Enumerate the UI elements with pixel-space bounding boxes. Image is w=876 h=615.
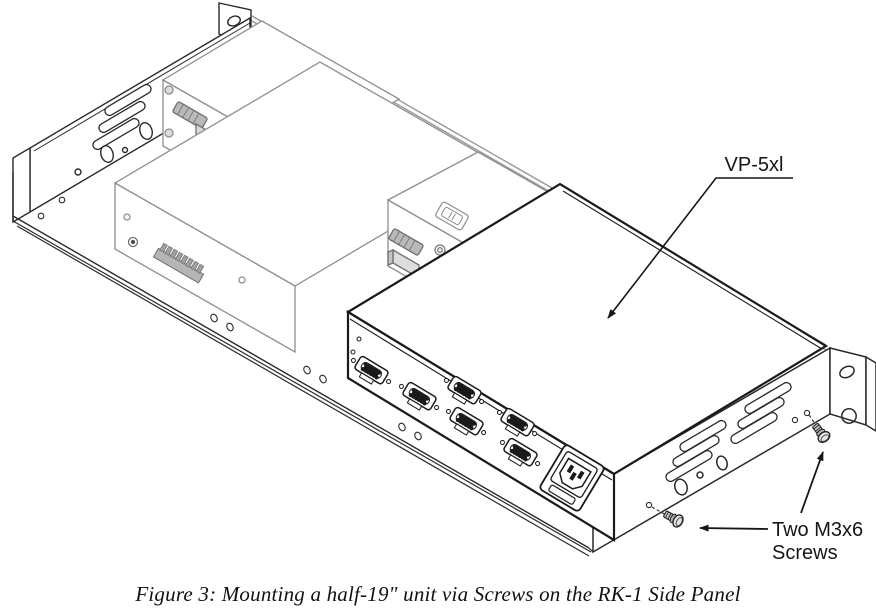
vp-5xl-callout: VP-5xl	[607, 154, 793, 319]
panel-hole	[121, 146, 129, 154]
screw-guide-dash	[651, 506, 667, 516]
panel-hole	[674, 478, 688, 496]
vp-5xl-label: VP-5xl	[725, 154, 784, 176]
screws-arrow-upper	[800, 451, 824, 514]
tray-front-edge	[12, 172, 594, 557]
left-corner-bevel	[12, 146, 31, 224]
tray-floor-holes	[37, 196, 422, 441]
screw-hole	[803, 409, 811, 417]
screws-label-line1: Two M3x6	[772, 519, 863, 541]
ear-hole	[841, 408, 857, 424]
panel-hole	[74, 168, 82, 176]
panel-hole	[716, 455, 728, 471]
unit-front-face	[114, 181, 296, 354]
terminal-block	[152, 242, 205, 284]
ear-hole	[227, 15, 241, 27]
ear-hole	[839, 365, 855, 379]
right-side-panel	[592, 346, 876, 554]
two-m3x6-screws	[651, 414, 833, 530]
dvi-connector	[388, 228, 424, 256]
screw-hole	[645, 501, 653, 509]
power-switch	[435, 201, 469, 231]
m3x6-screw-lower	[661, 507, 686, 530]
panel-hole	[139, 122, 153, 140]
dvi-connector	[172, 101, 208, 129]
screws-arrow-lower	[699, 524, 769, 532]
right-mounting-ear	[829, 347, 876, 432]
screw-hole	[791, 416, 799, 424]
panel-hole	[696, 471, 704, 479]
screws-callout: Two M3x6 Screws	[699, 451, 863, 564]
vp-5xl-leader-arrow	[607, 177, 793, 319]
figure-caption: Figure 3: Mounting a half-19" unit via S…	[134, 582, 740, 606]
panel-hole	[100, 145, 114, 163]
screws-label-line2: Screws	[772, 542, 838, 564]
m3x6-screw-upper	[809, 420, 833, 446]
power-inlet	[539, 444, 605, 512]
vp-5xl-unit	[344, 182, 829, 542]
